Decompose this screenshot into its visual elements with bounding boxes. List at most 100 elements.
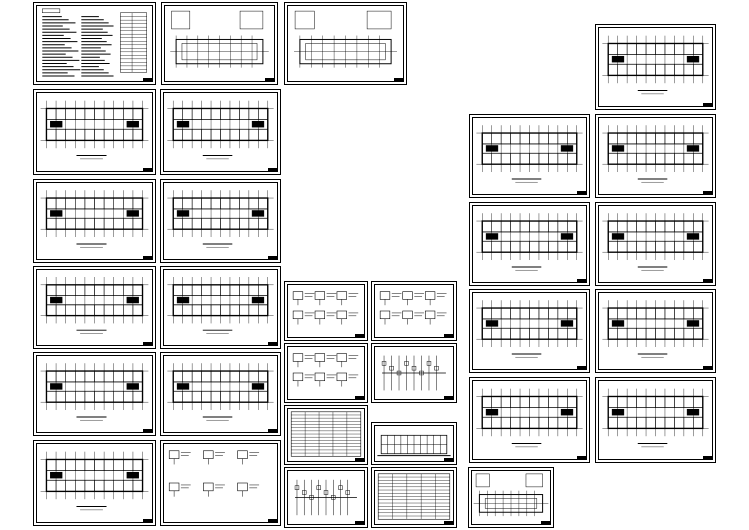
sheet-linework [476,300,583,358]
title-block [577,279,587,283]
sheet-border [163,182,278,260]
sheet-linework [167,277,274,334]
sheet-border [36,5,153,82]
title-block [577,366,587,370]
sheet-border [374,346,454,400]
sheet-linework [42,8,147,77]
sheet-site-plan [161,2,278,85]
sheet-border [36,92,153,172]
sheet-border [287,346,365,400]
sheet-floor-plan [160,352,281,436]
title-block [394,78,404,82]
sheet-elevation [160,440,281,526]
sheet-linework [40,100,149,160]
title-block [268,519,278,523]
sheet-border [472,380,587,460]
sheet-border [598,205,713,283]
sheet-border [472,205,587,283]
sheet-linework [473,473,549,517]
sheet-floor-plan [595,202,716,286]
title-block [355,396,365,400]
sheet-linework [40,190,149,248]
sheet-border [598,117,713,195]
title-block [703,456,713,460]
title-block [268,256,278,260]
sheet-details [371,343,457,403]
sheet-linework [168,450,260,497]
title-block [268,429,278,433]
title-block [143,519,153,523]
sheet-floor-plan [160,266,281,349]
sheet-linework [292,353,359,387]
sheet-border [36,182,153,260]
sheet-linework [381,355,446,391]
sheet-linework [40,451,149,511]
sheet-border [472,117,587,195]
title-block [143,256,153,260]
sheet-floor-plan [160,89,281,175]
sheet-border [374,425,454,462]
sheet-linework [167,190,274,248]
title-block [577,456,587,460]
sheet-floor-plan [33,352,156,436]
sheet-linework [294,10,397,68]
sheet-floor-plan [160,179,281,263]
sheet-border [36,443,153,523]
sheet-linework [292,291,359,325]
sheet-details [284,281,368,341]
sheet-linework [170,10,269,68]
sheet-linework [602,300,709,358]
sheet-linework [377,434,451,457]
title-block [355,458,365,462]
sheet-linework [602,388,709,448]
sheet-border [471,470,551,525]
sheet-floor-plan [595,114,716,198]
title-block [268,168,278,172]
sheet-border [36,355,153,433]
sheet-border [374,470,454,525]
sheet-floor-plan [469,114,590,198]
title-block [143,342,153,346]
sheet-border [287,470,365,525]
sheet-linework [476,213,583,271]
sheet-table [371,422,457,465]
title-block [143,429,153,433]
title-block [143,78,153,82]
title-block [541,521,551,525]
sheet-schematic [371,467,457,528]
sheet-floor-plan [469,202,590,286]
sheet-elevation [284,467,368,528]
title-block [355,334,365,338]
sheet-floor-plan [469,377,590,463]
sheet-linework [602,35,709,95]
title-block [577,191,587,195]
sheet-border [163,92,278,172]
sheet-table [468,467,554,528]
sheet-details [284,343,368,403]
sheet-border [163,355,278,433]
sheet-linework [476,388,583,448]
sheet-border [287,284,365,338]
sheet-floor-plan [33,89,156,175]
title-block [703,103,713,107]
sheet-linework [167,100,274,160]
sheet-border [36,269,153,346]
sheet-border [287,408,365,462]
title-block [143,168,153,172]
sheet-linework [290,411,362,457]
sheet-floor-plan [33,179,156,263]
title-block [703,191,713,195]
title-block [444,458,454,462]
sheet-border [598,292,713,370]
sheet-border [287,5,404,82]
title-block [444,396,454,400]
sheet-linework [476,125,583,183]
sheet-border [163,443,278,523]
sheet-notes [33,2,156,85]
title-block [703,366,713,370]
sheet-linework [167,363,274,421]
sheet-linework [294,479,357,516]
sheet-linework [377,473,451,520]
sheet-floor-plan [595,289,716,373]
